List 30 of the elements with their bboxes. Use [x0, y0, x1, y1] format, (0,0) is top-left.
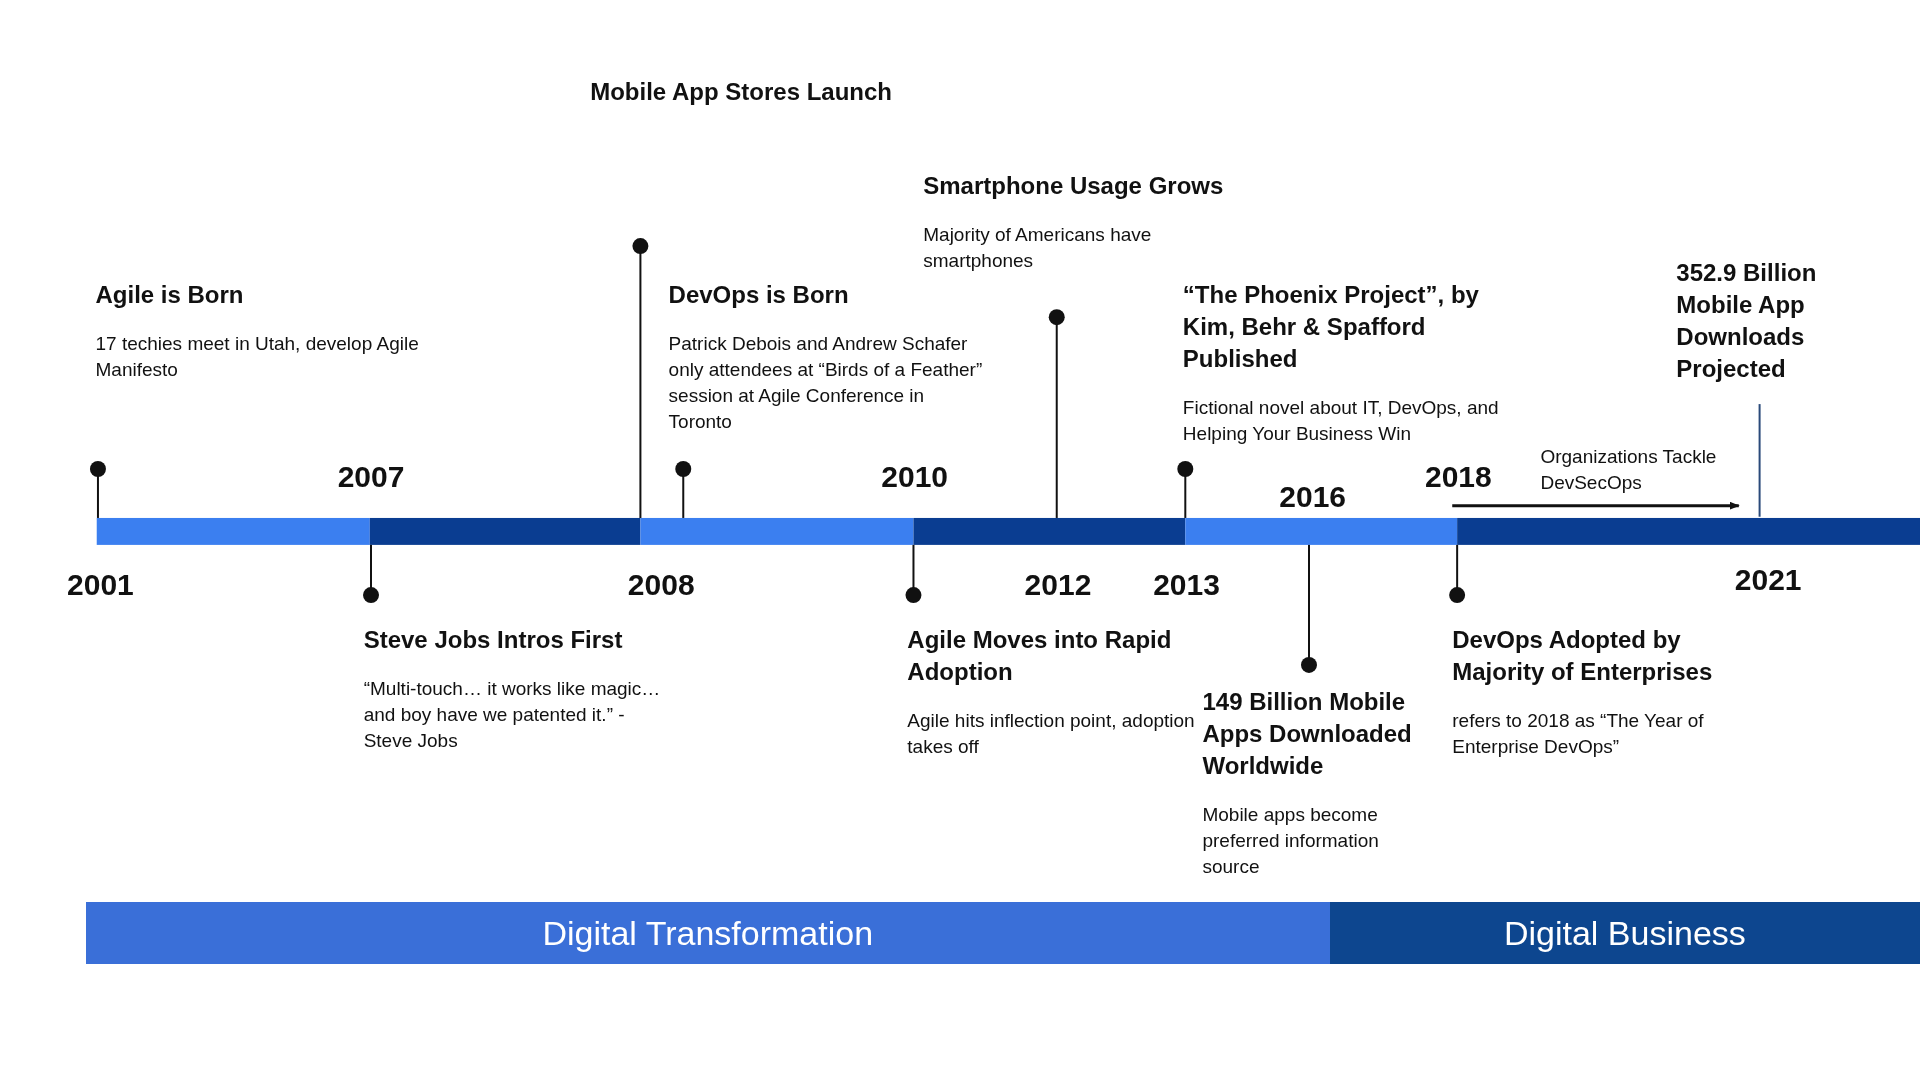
event-title: Agile Moves into Rapid Adoption — [907, 625, 1173, 688]
year-label: 2010 — [881, 458, 949, 495]
year-label: 2008 — [627, 566, 695, 603]
event-description: Mobile apps become preferred information source — [1202, 802, 1380, 879]
note-text: Organizations Tackle DevSecOps — [1540, 445, 1718, 496]
year-label: 2018 — [1425, 458, 1492, 495]
event-description: “Multi-touch… it works like magic… and boy have we patented it.” - Steve Jobs — [363, 677, 662, 754]
year-label: 2007 — [337, 458, 405, 495]
event-title: Steve Jobs Intros First — [363, 625, 624, 656]
event-title: DevOps Adopted by Majority of Enterprises — [1452, 625, 1714, 688]
event-title: “The Phoenix Project”, by Kim, Behr & Spafford Published — [1182, 280, 1480, 375]
event-description: Agile hits inflection point, adoption takes off — [907, 709, 1196, 760]
event-description: 17 techies meet in Utah, develop Agile Manifesto — [95, 332, 420, 383]
event-title: 352.9 Billion Mobile App Downloads Projected — [1676, 258, 1818, 385]
year-label: 2016 — [1279, 478, 1346, 515]
event-description: Fictional novel about IT, DevOps, and Helping Your Business Win — [1182, 396, 1500, 447]
event-description: refers to 2018 as “The Year of Enterprise DevOps” — [1452, 709, 1705, 760]
year-label: 2021 — [1734, 561, 1802, 598]
event-description: Majority of Americans have smartphones — [923, 223, 1153, 274]
event-title: DevOps is Born — [668, 280, 850, 311]
era-band: Digital Business — [1329, 902, 1920, 964]
year-label: 2012 — [1024, 566, 1092, 603]
event-title: Smartphone Usage Grows — [923, 171, 1225, 202]
year-label: 2013 — [1153, 566, 1220, 603]
event-title: 149 Billion Mobile Apps Downloaded Worldwide — [1202, 686, 1413, 781]
event-title: Mobile App Stores Launch — [590, 76, 893, 107]
event-description: Patrick Debois and Andrew Schafer only attendees at “Birds of a Feather” session at Agile Conference in Toronto — [668, 332, 984, 435]
event-title: Agile is Born — [95, 280, 245, 311]
year-label: 2001 — [67, 566, 134, 603]
era-band: Digital Transformation — [85, 902, 1330, 964]
